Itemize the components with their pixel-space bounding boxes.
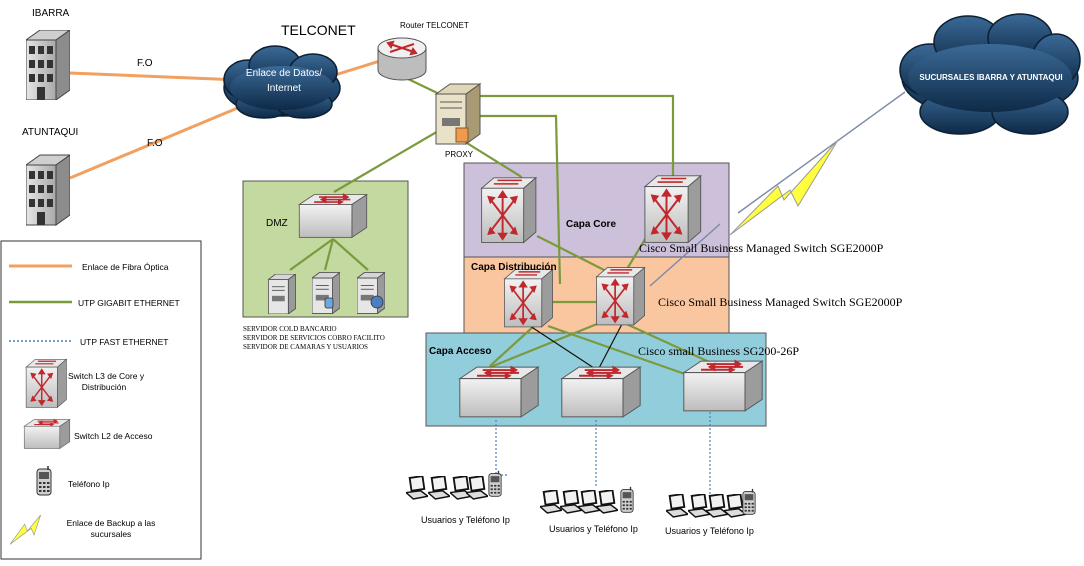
- telconet-cloud-line2: Internet: [267, 83, 301, 94]
- legend-l2-label: Switch L2 de Acceso: [74, 431, 153, 441]
- core-switch-right-icon: [643, 174, 702, 244]
- access-switch-model-label: Cisco small Business SG200-26P: [638, 344, 800, 358]
- users-label-2: Usuarios y Teléfono Ip: [549, 524, 638, 534]
- legend-backup-label-1: Enlace de Backup a las: [66, 518, 156, 528]
- legend-l3-switch-icon: [25, 358, 68, 409]
- users-label-3: Usuarios y Teléfono Ip: [665, 526, 754, 536]
- workstation-icon: [560, 490, 582, 514]
- ibarra-label: IBARRA: [32, 8, 70, 19]
- fiber-link-atuntaqui: [69, 105, 241, 180]
- users-label-1: Usuarios y Teléfono Ip: [421, 515, 510, 525]
- workstation-icon: [596, 490, 618, 514]
- database-icon: [324, 297, 334, 309]
- legend-l3-label-1: Switch L3 de Core y: [68, 371, 145, 381]
- server-label-cobro: SERVIDOR DE SERVICIOS COBRO FACILITO: [243, 334, 385, 342]
- distribution-layer-label: Capa Distribución: [471, 262, 557, 273]
- distribution-switch-left-icon: [503, 268, 554, 328]
- core-switch-left-icon: [480, 176, 537, 244]
- users-group-1: [406, 470, 502, 500]
- branches-cloud-icon: [899, 13, 1081, 135]
- legend-gigabit-label: UTP GIGABIT ETHERNET: [78, 298, 180, 308]
- backup-line-2: [649, 223, 721, 287]
- access-switch-3-icon: [682, 360, 764, 412]
- ip-phone-icon: [488, 470, 502, 497]
- fiber-link-ibarra: [69, 71, 241, 82]
- distribution-switch-right-icon: [595, 266, 646, 326]
- branches-cloud-label: SUCURSALES IBARRA Y ATUNTAQUI: [919, 73, 1063, 82]
- distribution-switch-model-label: Cisco Small Business Managed Switch SGE2…: [658, 295, 903, 309]
- router-label: Router TELCONET: [400, 21, 469, 30]
- legend-l2-switch-icon: [23, 418, 71, 450]
- telconet-cloud-icon: [223, 45, 341, 119]
- workstation-icon: [666, 494, 688, 518]
- dmz-label: DMZ: [266, 218, 288, 229]
- fast-ethernet-links: [495, 412, 711, 494]
- proxy-server-icon: [434, 83, 482, 145]
- fiber-link-router: [334, 58, 384, 77]
- workstation-icon: [406, 476, 428, 500]
- core-layer-label: Capa Core: [566, 219, 617, 230]
- legend-fiber-label: Enlace de Fibra Óptica: [82, 262, 169, 272]
- access-switch-1-icon: [458, 366, 540, 418]
- legend-l3-label-2: Distribución: [81, 382, 127, 392]
- workstation-icon: [688, 494, 710, 518]
- ip-phone-icon: [620, 486, 634, 513]
- proxy-label: PROXY: [445, 150, 474, 159]
- legend-backup-label-2: sucursales: [90, 529, 132, 539]
- backup-lightning-icon: [729, 139, 839, 236]
- legend-phone-icon: [36, 466, 52, 496]
- router-icon: [377, 37, 427, 81]
- distribution-access-links: [529, 323, 623, 371]
- server-label-cold: SERVIDOR COLD BANCARIO: [243, 325, 337, 333]
- atuntaqui-building-icon: [26, 154, 70, 226]
- workstation-icon: [466, 476, 488, 500]
- core-switch-model-label: Cisco Small Business Managed Switch SGE2…: [639, 241, 884, 255]
- workstation-icon: [578, 490, 600, 514]
- server-cold-icon: [268, 274, 296, 314]
- dmz-switch-icon: [298, 193, 368, 239]
- telconet-cloud-line1: Enlace de Datos/: [245, 68, 323, 79]
- workstation-icon: [706, 494, 728, 518]
- access-layer-label: Capa Acceso: [429, 346, 492, 357]
- ibarra-building-icon: [26, 30, 70, 100]
- workstation-icon: [540, 490, 562, 514]
- server-camaras-icon: [357, 272, 385, 314]
- fo-top-label: F.O: [137, 58, 153, 69]
- ip-phone-icon: [742, 488, 756, 515]
- users-group-2: [540, 486, 634, 514]
- atuntaqui-label: ATUNTAQUI: [22, 127, 79, 138]
- workstation-icon: [428, 476, 450, 500]
- fo-bottom-label: F.O: [147, 138, 163, 149]
- legend-phone-label: Teléfono Ip: [68, 479, 110, 489]
- backup-line: [737, 91, 906, 214]
- telconet-title: TELCONET: [281, 22, 356, 38]
- gigabit-links: [289, 77, 719, 382]
- legend-fast-label: UTP FAST ETHERNET: [80, 337, 169, 347]
- globe-icon: [370, 295, 384, 309]
- access-switch-2-icon: [560, 366, 642, 418]
- server-label-camaras: SERVIDOR DE CAMARAS Y USUARIOS: [243, 343, 368, 351]
